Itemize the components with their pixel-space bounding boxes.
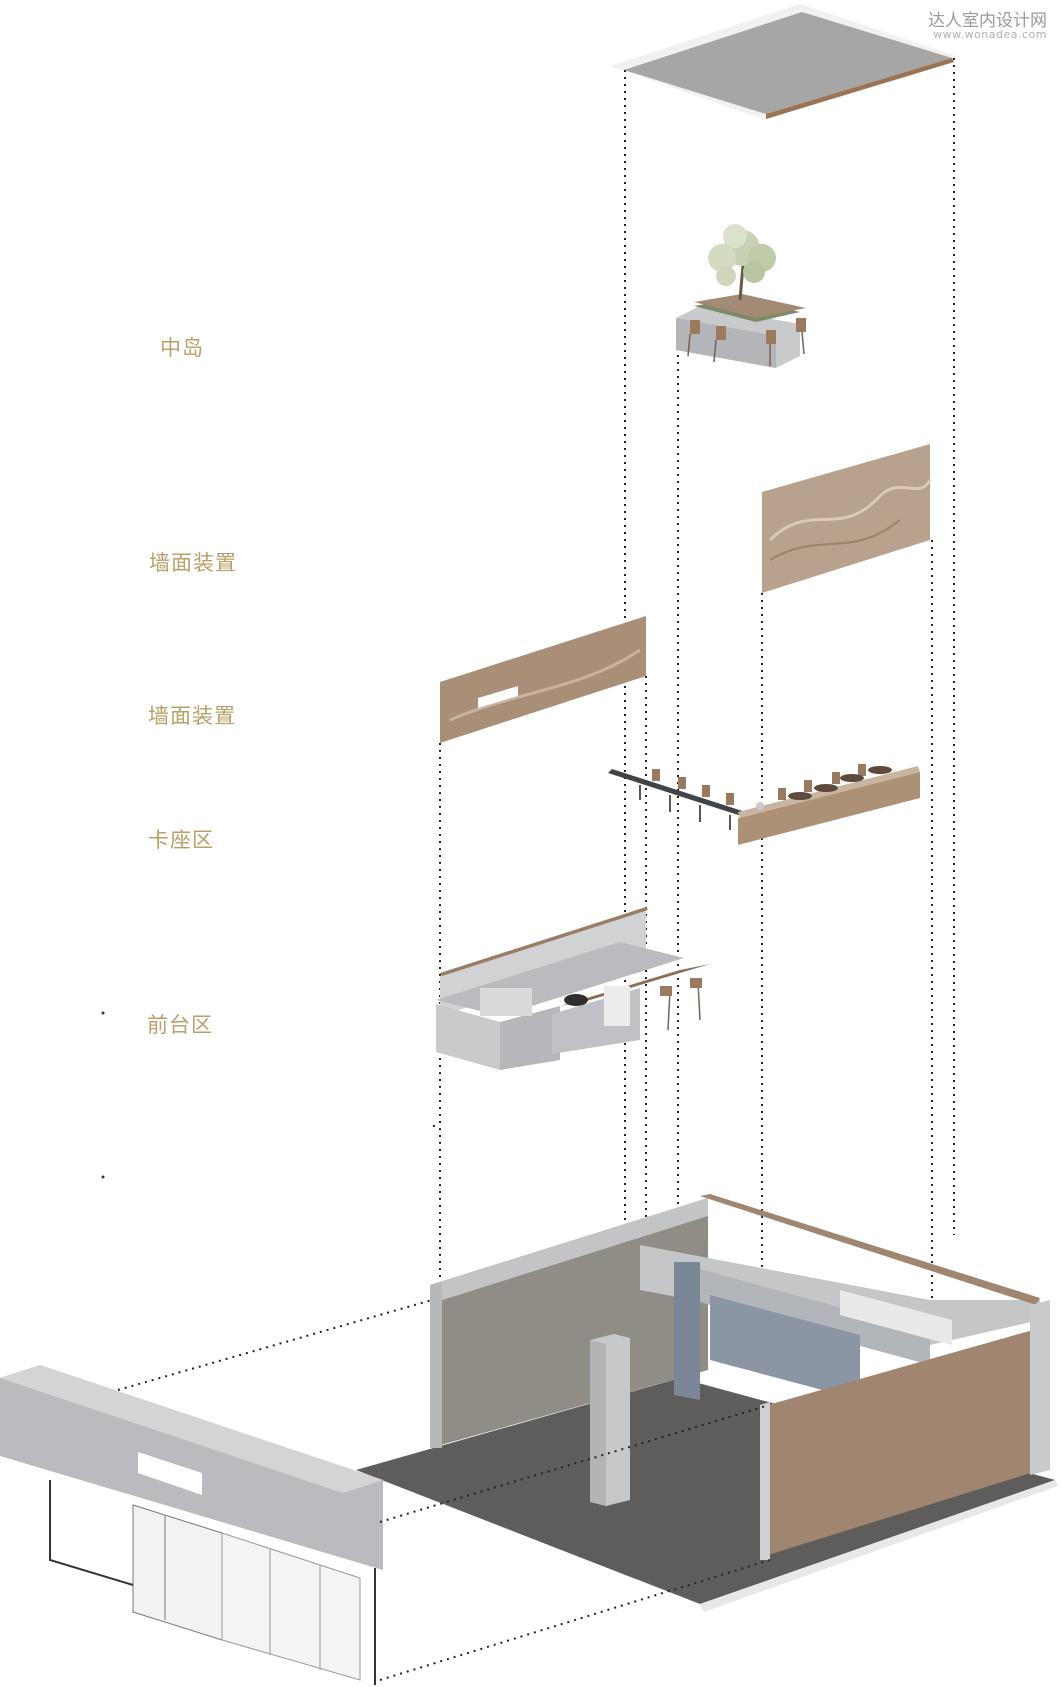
room-shell bbox=[356, 1194, 1058, 1612]
storefront-facade bbox=[0, 1365, 383, 1685]
bullet-dot bbox=[101, 1175, 105, 1179]
label-booth-area: 卡座区 bbox=[148, 828, 214, 852]
facade-projection-lines bbox=[117, 1299, 771, 1681]
label-reception-area: 前台区 bbox=[147, 1013, 213, 1037]
label-wall-installation-upper: 墙面装置 bbox=[149, 551, 237, 575]
reception-area-model bbox=[436, 907, 710, 1070]
bullet-dot bbox=[432, 1124, 436, 1128]
watermark-url: www.wonadea.com bbox=[933, 28, 1047, 41]
wall-installation-upper-panel bbox=[762, 444, 932, 593]
wall-installation-lower-panel bbox=[440, 616, 646, 743]
watermark-name: 达人室内设计网 bbox=[928, 11, 1047, 31]
label-island: 中岛 bbox=[160, 336, 204, 360]
bullet-dot bbox=[101, 1011, 105, 1015]
ceiling-slab bbox=[610, 4, 956, 120]
island-model bbox=[676, 224, 806, 368]
label-wall-installation-lower: 墙面装置 bbox=[148, 704, 236, 728]
booth-area-model bbox=[608, 764, 920, 845]
